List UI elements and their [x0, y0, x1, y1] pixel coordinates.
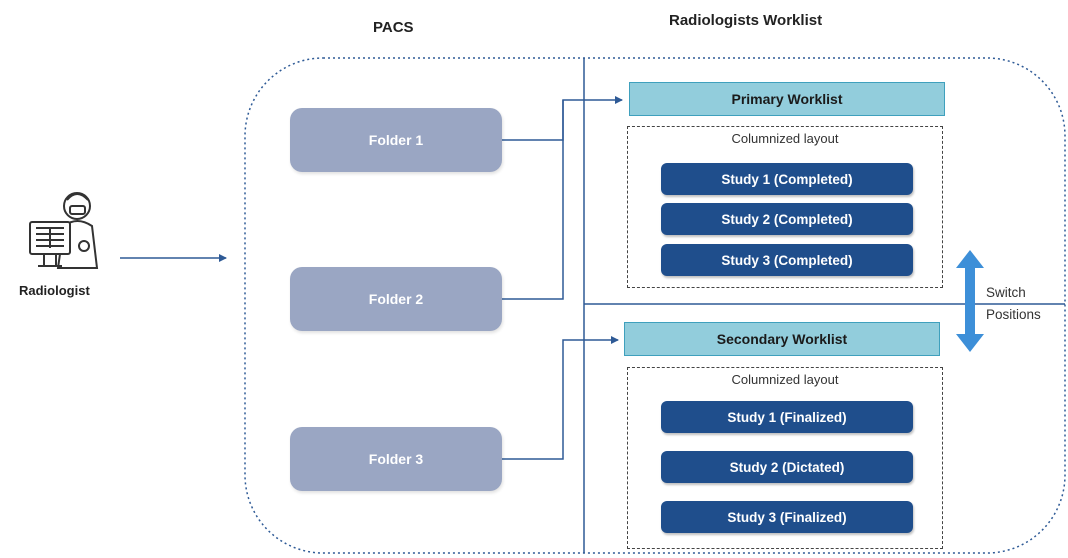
folder-3[interactable]: Folder 3 — [290, 427, 502, 491]
primary-layout-label: Columnized layout — [731, 131, 839, 146]
worklist-header: Radiologists Worklist — [669, 12, 823, 29]
switch-label-line1: Switch — [986, 285, 1026, 300]
pacs-header: PACS — [373, 19, 414, 36]
primary-worklist-box: Columnized layout Study 1 (Completed) St… — [627, 126, 943, 288]
folder-1[interactable]: Folder 1 — [290, 108, 502, 172]
switch-positions-label: Switch Positions — [986, 282, 1041, 326]
secondary-study-3[interactable]: Study 3 (Finalized) — [661, 501, 913, 533]
folder2-connector — [502, 100, 564, 300]
radiologist-icon — [29, 192, 99, 269]
folder1-connector — [502, 96, 623, 141]
primary-worklist-title[interactable]: Primary Worklist — [629, 82, 945, 116]
secondary-layout-label: Columnized layout — [731, 372, 839, 387]
primary-study-2[interactable]: Study 2 (Completed) — [661, 203, 913, 235]
double-arrow-icon — [956, 250, 984, 352]
pacs-container — [244, 57, 1066, 554]
secondary-worklist-title[interactable]: Secondary Worklist — [624, 322, 940, 356]
folder-2[interactable]: Folder 2 — [290, 267, 502, 331]
folder3-connector — [502, 336, 619, 460]
primary-study-3[interactable]: Study 3 (Completed) — [661, 244, 913, 276]
radiologist-label: Radiologist — [19, 283, 90, 298]
switch-label-line2: Positions — [986, 307, 1041, 322]
secondary-study-2[interactable]: Study 2 (Dictated) — [661, 451, 913, 483]
secondary-worklist-box: Columnized layout Study 1 (Finalized) St… — [627, 367, 943, 549]
secondary-study-1[interactable]: Study 1 (Finalized) — [661, 401, 913, 433]
primary-study-1[interactable]: Study 1 (Completed) — [661, 163, 913, 195]
